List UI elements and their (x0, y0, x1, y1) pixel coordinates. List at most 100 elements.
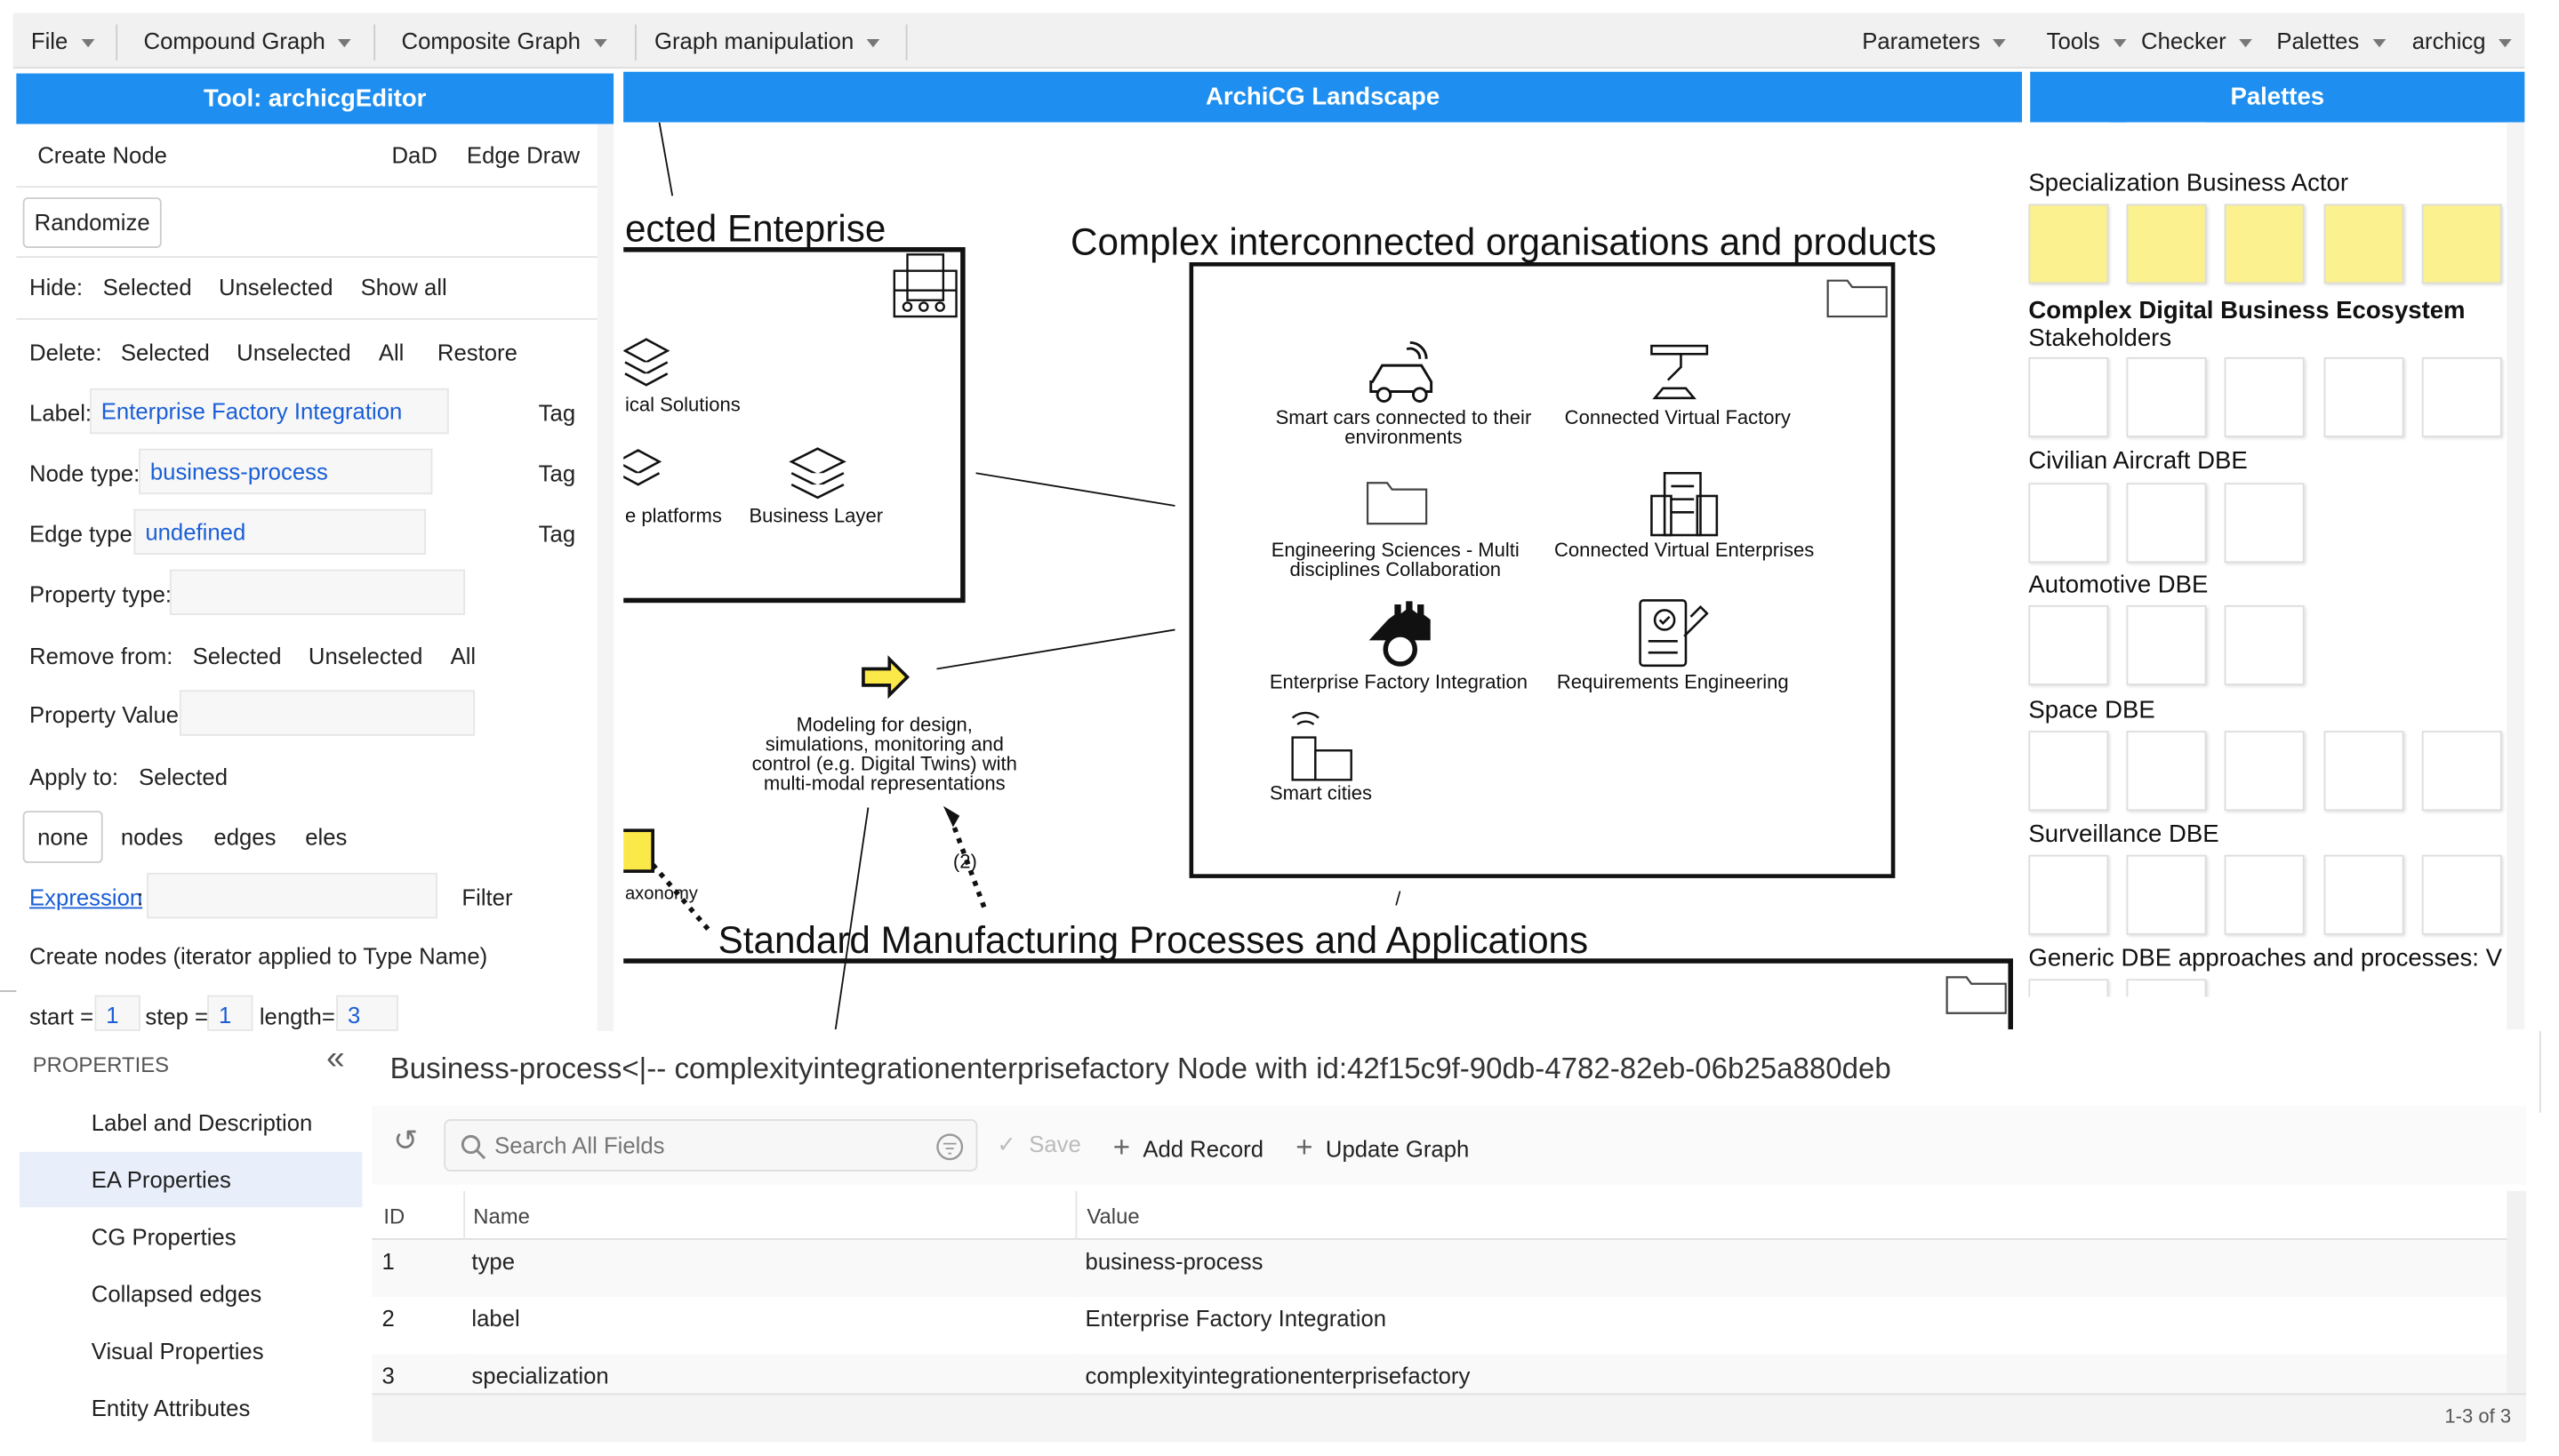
table-row[interactable] (372, 1239, 2509, 1298)
hide-unselected-button[interactable]: Unselected (218, 274, 333, 300)
palette-tile[interactable] (2028, 731, 2109, 812)
business-tile-icon[interactable] (2224, 204, 2305, 284)
city-tile-icon[interactable] (2224, 604, 2305, 685)
menu-graph-manipulation[interactable]: Graph manipulation (637, 13, 880, 68)
filter-button[interactable]: Filter (461, 884, 513, 911)
expression-input[interactable] (147, 872, 437, 919)
control-tower-tile-icon[interactable] (2224, 483, 2305, 564)
save-button[interactable]: ✓ Save (997, 1130, 1081, 1157)
dad-button[interactable]: DaD (391, 141, 437, 169)
node-type-input[interactable]: business-process (139, 448, 433, 495)
graph-canvas[interactable]: ected Enteprise ical Solutions e platfor… (623, 122, 2023, 1030)
palette-tile[interactable] (2323, 356, 2404, 437)
table-scrollbar[interactable] (2507, 1190, 2527, 1394)
property-type-input[interactable] (169, 569, 466, 615)
menu-archicg[interactable]: archicg (2395, 13, 2512, 68)
collapse-icon[interactable]: « (326, 1040, 345, 1077)
eles-toggle[interactable]: eles (305, 823, 348, 851)
menu-tools[interactable]: Tools (2028, 13, 2126, 68)
group-tile-icon[interactable] (2323, 204, 2404, 284)
menu-file[interactable]: File (13, 13, 94, 68)
search-field[interactable] (444, 1119, 978, 1172)
menu-checker[interactable]: Checker (2123, 13, 2253, 68)
column-header-id[interactable]: ID (383, 1204, 405, 1229)
edge-type-tag-button[interactable]: Tag (538, 520, 576, 547)
none-toggle[interactable]: none (22, 811, 103, 863)
menu-composite-graph[interactable]: Composite Graph (383, 13, 607, 68)
palette-tile[interactable] (2224, 356, 2305, 437)
table-row[interactable] (372, 1354, 2509, 1394)
node-type-tag-button[interactable]: Tag (538, 460, 576, 486)
menu-palettes[interactable]: Palettes (2258, 13, 2386, 68)
palettes-scrollbar[interactable] (2507, 122, 2525, 1030)
column-header-value[interactable]: Value (1087, 1204, 1140, 1229)
edge-type-input[interactable]: undefined (133, 508, 427, 556)
delete-all-button[interactable]: All (378, 339, 405, 366)
restore-button[interactable]: Restore (437, 339, 517, 366)
edges-toggle[interactable]: edges (213, 823, 277, 851)
globe-satellite-tile-icon[interactable] (2421, 731, 2502, 812)
cell-value[interactable]: complexityintegrationenterprisefactory (1085, 1362, 1471, 1388)
car-tile-icon[interactable] (2028, 604, 2109, 685)
cell-value[interactable]: Enterprise Factory Integration (1085, 1305, 1387, 1332)
dome-camera-tile-icon[interactable] (2421, 854, 2502, 935)
team-tile-icon[interactable] (2421, 204, 2502, 284)
edge-draw-button[interactable]: Edge Draw (466, 141, 581, 169)
menu-compound-graph[interactable]: Compound Graph (125, 13, 352, 68)
delete-selected-button[interactable]: Selected (120, 339, 210, 366)
factory-tile-icon[interactable] (2126, 604, 2207, 685)
remove-selected-button[interactable]: Selected (192, 643, 282, 669)
cctv-tile-icon[interactable] (2126, 854, 2207, 935)
palette-tile[interactable] (2028, 356, 2109, 437)
drone-tile-icon[interactable] (2323, 854, 2404, 935)
cell-id: 3 (381, 1362, 395, 1388)
palette-tile[interactable] (2126, 979, 2207, 997)
camera-tile-icon[interactable] (2028, 854, 2109, 935)
palette-tile[interactable] (2126, 122, 2207, 154)
search-input[interactable] (494, 1127, 919, 1164)
filter-icon[interactable] (935, 1132, 965, 1162)
prop-item-label-description[interactable]: Label and Description (91, 1109, 313, 1136)
menu-parameters[interactable]: Parameters (1844, 13, 2007, 68)
property-value-input[interactable] (179, 690, 476, 736)
stakeholder-tile-icon[interactable] (2028, 204, 2109, 284)
satellite-tile-icon[interactable] (2224, 731, 2305, 812)
expression-link[interactable]: Expression (29, 884, 143, 911)
prop-item-entity-attributes[interactable]: Entity Attributes (91, 1395, 251, 1421)
nodes-toggle[interactable]: nodes (120, 823, 183, 851)
label-tag-button[interactable]: Tag (538, 399, 576, 427)
start-input[interactable]: 1 (94, 995, 140, 1031)
drone-tile-icon[interactable] (2224, 854, 2305, 935)
table-row[interactable] (372, 1297, 2509, 1355)
show-all-button[interactable]: Show all (360, 274, 447, 300)
column-header-name[interactable]: Name (473, 1204, 530, 1229)
add-record-button[interactable]: + Add Record (1112, 1130, 1264, 1164)
label-input[interactable]: Enterprise Factory Integration (89, 388, 449, 435)
palette-tile[interactable] (2421, 356, 2502, 437)
remove-unselected-button[interactable]: Unselected (308, 643, 423, 669)
refresh-icon[interactable]: ↺ (393, 1124, 419, 1157)
palette-tile[interactable] (2030, 122, 2111, 154)
hide-selected-button[interactable]: Selected (102, 274, 192, 300)
prop-item-ea-properties[interactable]: EA Properties (91, 1166, 231, 1193)
delete-unselected-button[interactable]: Unselected (237, 339, 351, 366)
network-tile-icon[interactable] (2126, 204, 2207, 284)
palette-tile[interactable] (2028, 979, 2109, 997)
cell-value[interactable]: business-process (1085, 1248, 1263, 1275)
randomize-button[interactable]: Randomize (22, 197, 162, 248)
update-graph-button[interactable]: + Update Graph (1296, 1130, 1470, 1164)
step-input[interactable]: 1 (207, 995, 253, 1031)
create-node-button[interactable]: Create Node (37, 141, 167, 169)
tool-panel-scrollbar[interactable] (597, 124, 614, 1031)
length-input[interactable]: 3 (336, 995, 398, 1031)
airplane-tile-icon[interactable] (2126, 483, 2207, 564)
remove-all-button[interactable]: All (450, 643, 477, 669)
prop-item-cg-properties[interactable]: CG Properties (91, 1223, 237, 1250)
palette-tile[interactable] (2126, 356, 2207, 437)
globe-tile-icon[interactable] (2323, 731, 2404, 812)
rocket-tile-icon[interactable] (2126, 731, 2207, 812)
palette-tile[interactable] (2028, 483, 2109, 564)
prop-item-collapsed-edges[interactable]: Collapsed edges (91, 1280, 262, 1308)
apply-selected-button[interactable]: Selected (139, 763, 229, 790)
prop-item-visual-properties[interactable]: Visual Properties (91, 1338, 264, 1364)
